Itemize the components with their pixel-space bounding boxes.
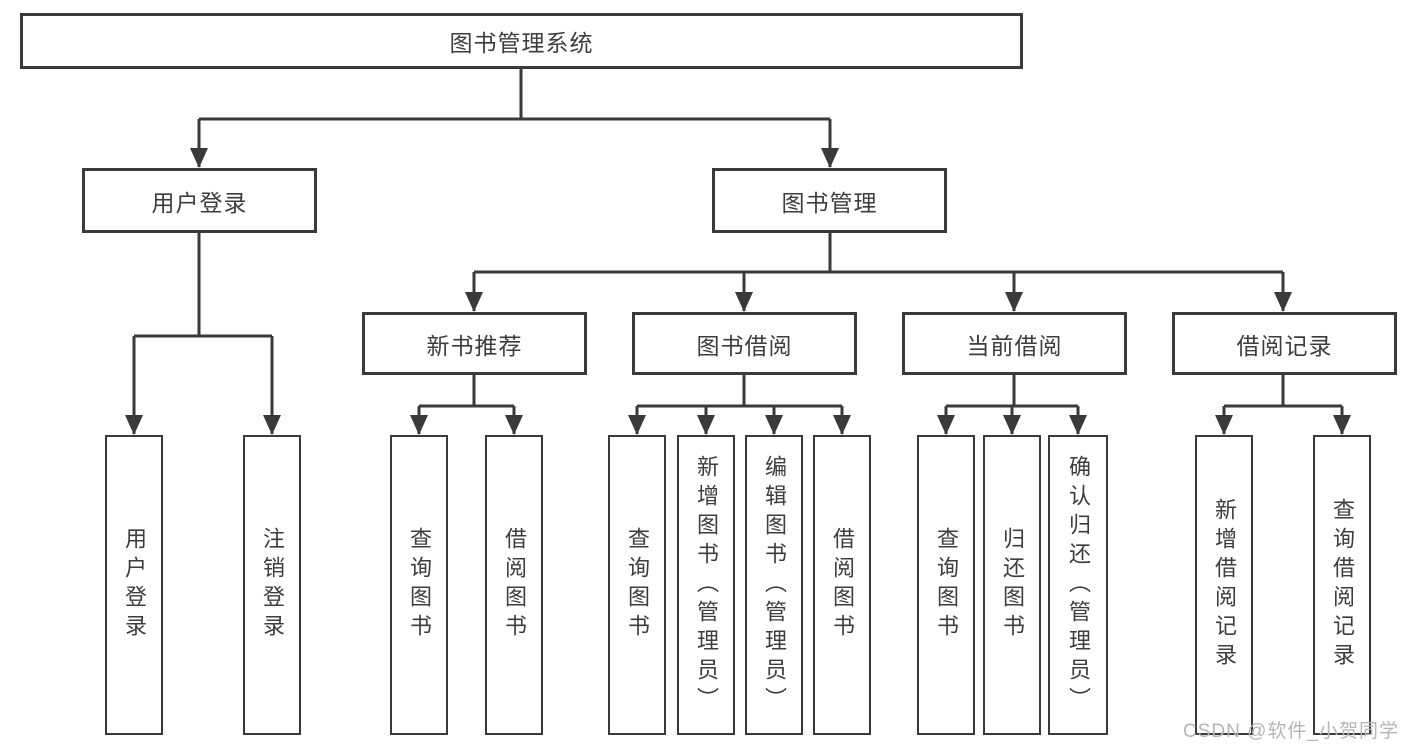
leaf-user-login: 用户登录: [105, 435, 163, 735]
node-user-login-label: 用户登录: [151, 189, 248, 216]
leaf-logout-label: 注销登录: [260, 527, 285, 643]
node-root-label: 图书管理系统: [449, 30, 594, 56]
leaf-borrow-books-label: 借阅图书: [830, 527, 855, 643]
node-borrow-record-label: 借阅记录: [1236, 332, 1333, 359]
node-user-login: 用户登录: [82, 168, 317, 233]
leaf-add-borrow-record: 新增借阅记录: [1195, 435, 1253, 735]
leaf-borrow-books-recommend: 借阅图书: [485, 435, 543, 735]
leaf-query-books-recommend-label: 查询图书: [407, 527, 432, 643]
leaf-query-borrow-record: 查询借阅记录: [1313, 435, 1371, 735]
leaf-query-books-borrow: 查询图书: [608, 435, 666, 735]
leaf-add-books-admin-label: 新增图书（管理员）: [694, 454, 719, 716]
leaf-query-books-current-label: 查询图书: [934, 527, 959, 643]
leaf-confirm-return-admin: 确认归还（管理员）: [1048, 435, 1108, 735]
leaf-query-books-borrow-label: 查询图书: [625, 527, 650, 643]
node-borrow-record: 借阅记录: [1172, 312, 1397, 375]
node-current-borrow: 当前借阅: [902, 312, 1127, 375]
leaf-add-borrow-record-label: 新增借阅记录: [1212, 498, 1237, 672]
leaf-logout: 注销登录: [243, 435, 301, 735]
leaf-return-books: 归还图书: [983, 435, 1041, 735]
leaf-query-books-current: 查询图书: [917, 435, 975, 735]
leaf-add-books-admin: 新增图书（管理员）: [677, 435, 735, 735]
node-root: 图书管理系统: [20, 13, 1023, 69]
leaf-confirm-return-admin-label: 确认归还（管理员）: [1066, 454, 1091, 716]
node-book-borrow-label: 图书借阅: [696, 332, 793, 359]
leaf-query-books-recommend: 查询图书: [390, 435, 448, 735]
node-book-borrow: 图书借阅: [632, 312, 857, 375]
leaf-user-login-label: 用户登录: [122, 527, 147, 643]
leaf-borrow-books-recommend-label: 借阅图书: [502, 527, 527, 643]
node-new-book-recommend-label: 新书推荐: [426, 332, 523, 359]
leaf-borrow-books: 借阅图书: [813, 435, 871, 735]
leaf-return-books-label: 归还图书: [1000, 527, 1025, 643]
node-new-book-recommend: 新书推荐: [362, 312, 587, 375]
node-book-management-label: 图书管理: [781, 189, 878, 216]
node-current-borrow-label: 当前借阅: [966, 332, 1063, 359]
leaf-query-borrow-record-label: 查询借阅记录: [1330, 498, 1355, 672]
watermark: CSDN @软件_小贺同学: [1183, 721, 1399, 742]
leaf-edit-books-admin-label: 编辑图书（管理员）: [762, 454, 787, 716]
connector-arrows: [125, 119, 1351, 435]
leaf-edit-books-admin: 编辑图书（管理员）: [745, 435, 803, 735]
node-book-management: 图书管理: [712, 168, 947, 233]
